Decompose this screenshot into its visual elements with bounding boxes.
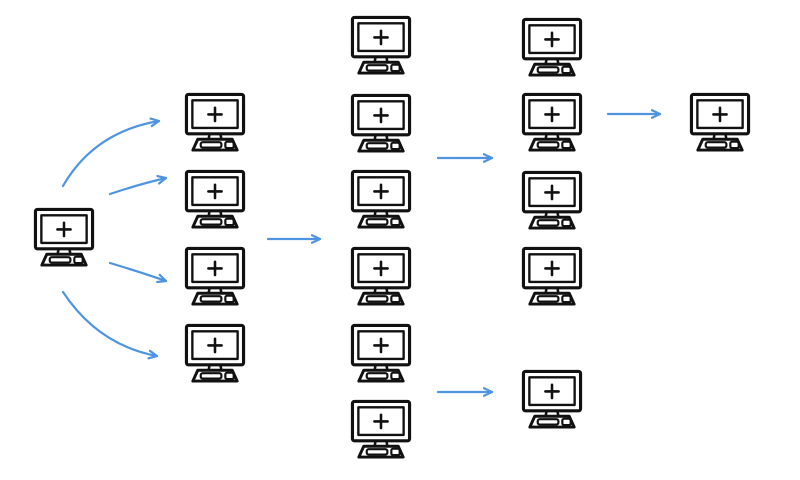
computer-node-c4n3 bbox=[521, 170, 583, 230]
computer-node-c2n2 bbox=[184, 169, 246, 229]
computer-node-c4n1 bbox=[521, 17, 583, 77]
arrow-c1n1-to-c2n3 bbox=[108, 261, 168, 281]
computer-node-c3n2 bbox=[350, 93, 412, 153]
nodes-layer bbox=[33, 15, 751, 459]
computer-node-c1n1 bbox=[33, 207, 95, 267]
arrow-c1n1-to-c2n2 bbox=[108, 178, 168, 196]
computer-node-c2n3 bbox=[184, 246, 246, 306]
computer-node-c3n4 bbox=[350, 246, 412, 306]
computer-node-c4n4 bbox=[521, 246, 583, 306]
computer-node-c3n3 bbox=[350, 169, 412, 229]
computer-node-c4n5 bbox=[521, 369, 583, 429]
computer-node-c3n5 bbox=[350, 323, 412, 383]
computer-node-c2n4 bbox=[184, 323, 246, 383]
computer-node-c3n6 bbox=[350, 399, 412, 459]
arrow-c1n1-to-c2n1 bbox=[61, 121, 161, 188]
computer-node-c3n1 bbox=[350, 15, 412, 75]
computer-node-c5n1 bbox=[689, 92, 751, 152]
edges-layer bbox=[61, 114, 662, 392]
computer-node-c4n2 bbox=[521, 92, 583, 152]
computer-node-c2n1 bbox=[184, 92, 246, 152]
arrow-c1n1-to-c2n4 bbox=[61, 290, 159, 356]
